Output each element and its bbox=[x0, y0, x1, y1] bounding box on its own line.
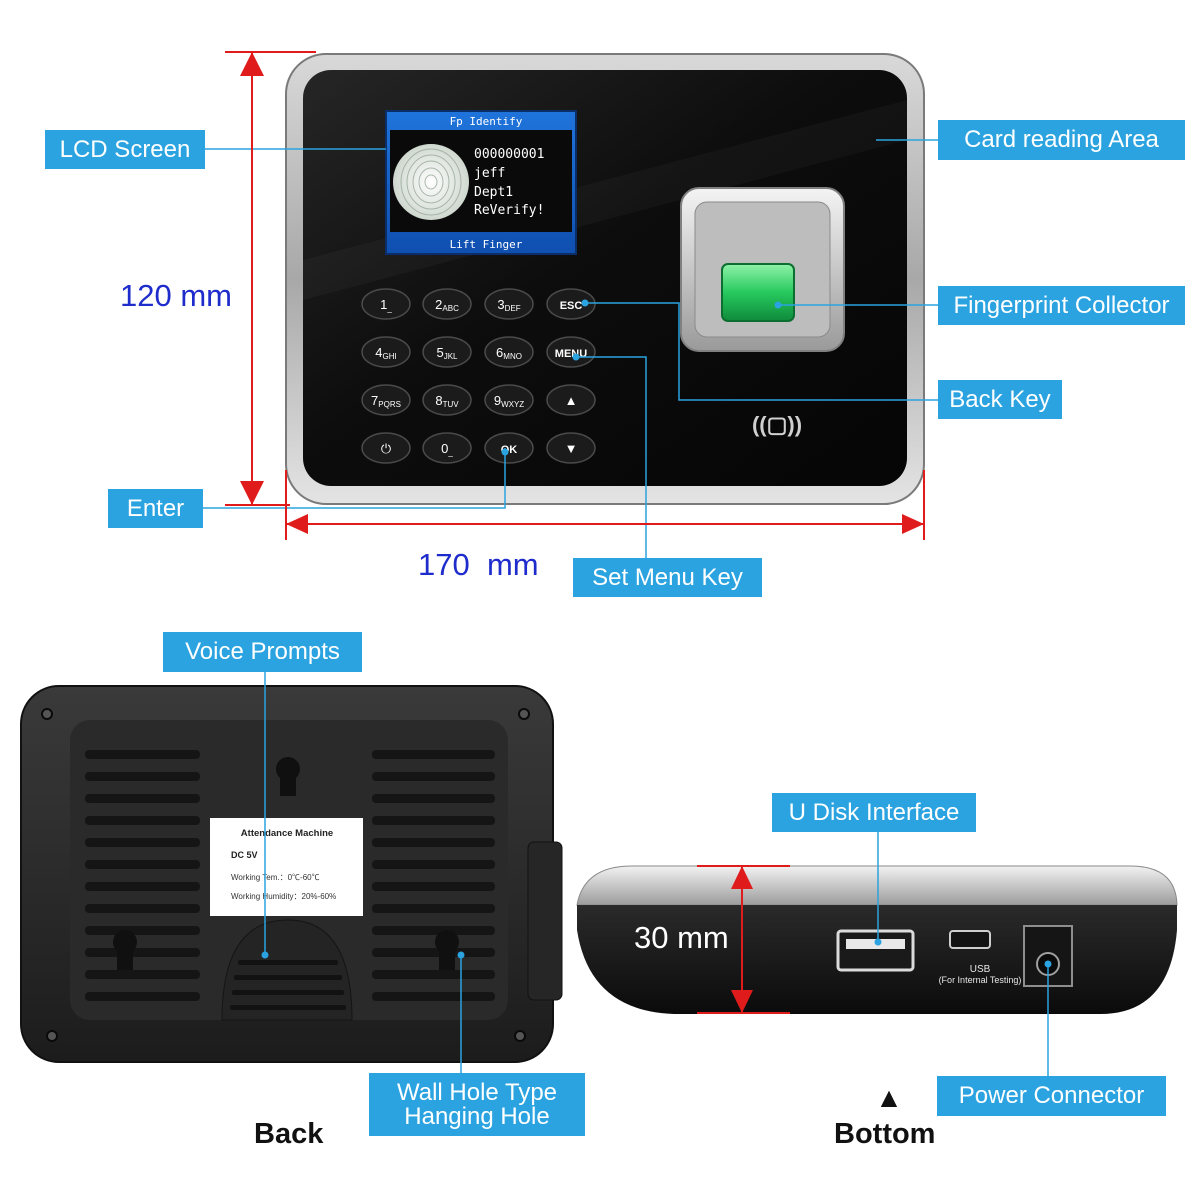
spec-humidity: Working Humidity：20%-60% bbox=[231, 892, 336, 901]
key-9[interactable]: 8TUV bbox=[422, 384, 472, 416]
power-connector-callout: Power Connector bbox=[937, 1076, 1166, 1116]
vent-slot-11-0 bbox=[85, 992, 200, 1001]
vent-slot-1-0 bbox=[85, 772, 200, 781]
vent-slot-2-0 bbox=[85, 794, 200, 803]
screen-user-name: jeff bbox=[474, 166, 505, 181]
vent-slot-10-1 bbox=[372, 970, 495, 979]
screen-header: Fp Identify bbox=[450, 115, 523, 128]
key-6[interactable]: 6MNO bbox=[484, 336, 534, 368]
height-dimension: 120 mm bbox=[120, 278, 232, 313]
depth-dimension: 30 mm bbox=[634, 920, 729, 955]
screen-user-id: 000000001 bbox=[474, 147, 544, 162]
key-label-1: 2ABC bbox=[435, 297, 459, 313]
wall-hole-callout: Wall Hole Type Hanging Hole bbox=[369, 1073, 585, 1136]
key-label-10: 9WXYZ bbox=[494, 393, 524, 409]
enter-callout: Enter bbox=[108, 489, 203, 528]
vent-slot-9-0 bbox=[85, 948, 200, 957]
wall-hole-line1: Wall Hole Type bbox=[396, 1078, 558, 1106]
key-3[interactable]: ESC bbox=[546, 288, 596, 320]
key-0[interactable]: 1_ bbox=[361, 288, 411, 320]
key-label-15: ▼ bbox=[565, 441, 578, 456]
u-disk-port[interactable] bbox=[836, 929, 915, 972]
usb-label: USB bbox=[970, 964, 991, 975]
vent-slot-0-1 bbox=[372, 750, 495, 759]
voice-prompts-callout: Voice Prompts bbox=[163, 632, 362, 672]
key-10[interactable]: 9WXYZ bbox=[484, 384, 534, 416]
key-label-7: MENU bbox=[555, 348, 587, 360]
card-reading-area-callout: Card reading Area bbox=[938, 120, 1185, 160]
fingerprint-collector-callout: Fingerprint Collector bbox=[938, 286, 1185, 325]
screen-dept: Dept1 bbox=[474, 185, 513, 200]
vent-slot-0-0 bbox=[85, 750, 200, 759]
key-label-2: 3DEF bbox=[497, 297, 520, 313]
fingerprint-image bbox=[393, 144, 469, 220]
bottom-view-label: Bottom bbox=[834, 1118, 936, 1150]
screen-footer: Lift Finger bbox=[450, 238, 523, 251]
vent-slot-6-1 bbox=[372, 882, 495, 891]
key-label-13: 0_ bbox=[441, 441, 453, 457]
usb-testing-label: (For Internal Testing) bbox=[939, 975, 1022, 985]
vent-slot-8-0 bbox=[85, 926, 200, 935]
key-11[interactable]: ▲ bbox=[546, 384, 596, 416]
key-label-11: ▲ bbox=[565, 393, 578, 408]
spec-temp: Working Tem.：0℃-60℃ bbox=[231, 873, 320, 882]
back-vents bbox=[85, 750, 495, 1001]
key-label-3: ESC bbox=[560, 300, 583, 312]
vent-slot-7-0 bbox=[85, 904, 200, 913]
vent-slot-6-0 bbox=[85, 882, 200, 891]
vent-slot-7-1 bbox=[372, 904, 495, 913]
hanging-hole-icon bbox=[112, 757, 459, 970]
key-12[interactable]: ⏻ bbox=[361, 432, 411, 464]
spec-title: Attendance Machine bbox=[241, 828, 333, 839]
vent-slot-1-1 bbox=[372, 772, 495, 781]
vent-slot-3-1 bbox=[372, 816, 495, 825]
vent-slot-4-1 bbox=[372, 838, 495, 847]
bottom-view-marker-icon: ▲ bbox=[875, 1082, 903, 1113]
back-key-callout: Back Key bbox=[938, 380, 1062, 419]
key-14[interactable]: OK bbox=[484, 432, 534, 464]
spec-label: Attendance Machine DC 5V Working Tem.：0℃… bbox=[210, 818, 363, 916]
vent-slot-4-0 bbox=[85, 838, 200, 847]
key-label-6: 6MNO bbox=[496, 345, 522, 361]
key-label-0: 1_ bbox=[380, 297, 392, 313]
key-13[interactable]: 0_ bbox=[422, 432, 472, 464]
key-label-9: 8TUV bbox=[435, 393, 459, 409]
lcd-screen: Fp Identify 000000001 jeff Dept1 ReVerif… bbox=[385, 110, 577, 255]
key-label-4: 4GHI bbox=[375, 345, 396, 361]
mini-usb-port[interactable] bbox=[949, 930, 991, 949]
rfid-icon: ((▢)) bbox=[752, 412, 802, 437]
wall-hole-line2: Hanging Hole bbox=[404, 1102, 550, 1130]
bottom-view: USB (For Internal Testing) ▲ bbox=[576, 830, 1178, 1113]
key-label-12: ⏻ bbox=[381, 441, 391, 456]
set-menu-key-callout: Set Menu Key bbox=[573, 558, 762, 597]
vent-slot-10-0 bbox=[85, 970, 200, 979]
back-view-label: Back bbox=[254, 1118, 324, 1150]
key-7[interactable]: MENU bbox=[546, 336, 596, 368]
key-15[interactable]: ▼ bbox=[546, 432, 596, 464]
u-disk-interface-callout: U Disk Interface bbox=[772, 793, 976, 832]
screen-prompt: ReVerify! bbox=[474, 203, 544, 218]
front-view: Fp Identify 000000001 jeff Dept1 ReVerif… bbox=[203, 51, 938, 558]
vent-slot-5-0 bbox=[85, 860, 200, 869]
spec-voltage: DC 5V bbox=[231, 850, 258, 860]
vent-slot-2-1 bbox=[372, 794, 495, 803]
vent-slot-11-1 bbox=[372, 992, 495, 1001]
vent-slot-8-1 bbox=[372, 926, 495, 935]
key-5[interactable]: 5JKL bbox=[422, 336, 472, 368]
key-4[interactable]: 4GHI bbox=[361, 336, 411, 368]
key-8[interactable]: 7PQRS bbox=[361, 384, 411, 416]
lcd-screen-callout: LCD Screen bbox=[45, 130, 205, 169]
key-1[interactable]: 2ABC bbox=[422, 288, 472, 320]
key-2[interactable]: 3DEF bbox=[484, 288, 534, 320]
vent-slot-3-0 bbox=[85, 816, 200, 825]
vent-slot-9-1 bbox=[372, 948, 495, 957]
fingerprint-sensor[interactable] bbox=[680, 187, 845, 352]
back-view: Attendance Machine DC 5V Working Tem.：0℃… bbox=[20, 672, 563, 1073]
key-label-5: 5JKL bbox=[436, 345, 458, 361]
keypad: 1_ 2ABC 3DEF ESC 4GHI 5JKL 6MNO MENU 7PQRS 8TUV 9W… bbox=[361, 288, 596, 464]
key-label-8: 7PQRS bbox=[371, 393, 401, 409]
width-dimension: 170 mm bbox=[418, 547, 539, 582]
vent-slot-5-1 bbox=[372, 860, 495, 869]
